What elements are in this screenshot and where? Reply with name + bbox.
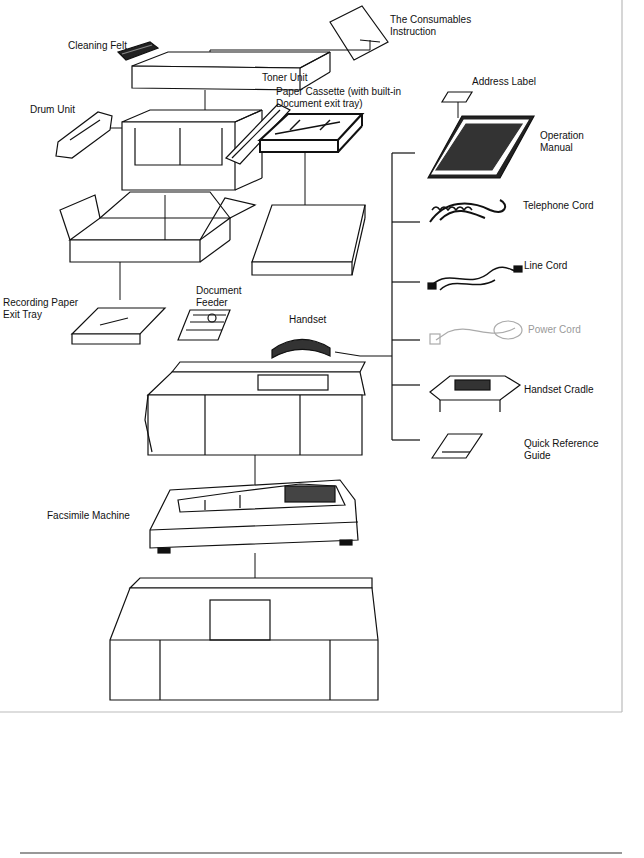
part-label: Address Label: [472, 76, 562, 88]
part-label: Toner Unit: [262, 72, 342, 84]
part-label: Drum Unit: [30, 104, 110, 116]
part-label: Handset Cradle: [524, 384, 614, 396]
part-label: The Consumables Instruction: [390, 14, 490, 38]
part-label: Handset: [289, 314, 359, 326]
part-label: Paper Cassette (with built-in Document e…: [276, 86, 416, 110]
part-label: Quick Reference Guide: [524, 438, 614, 462]
part-label: Facsimile Machine: [47, 510, 147, 522]
part-label: Cleaning Felt: [68, 40, 158, 52]
part-label: Recording Paper Exit Tray: [3, 297, 85, 321]
part-label: Power Cord: [528, 324, 608, 336]
part-label: Line Cord: [524, 260, 604, 272]
part-label: Telephone Cord: [523, 200, 618, 212]
part-label: Document Feeder: [196, 285, 258, 309]
part-label: Operation Manual: [540, 130, 610, 154]
